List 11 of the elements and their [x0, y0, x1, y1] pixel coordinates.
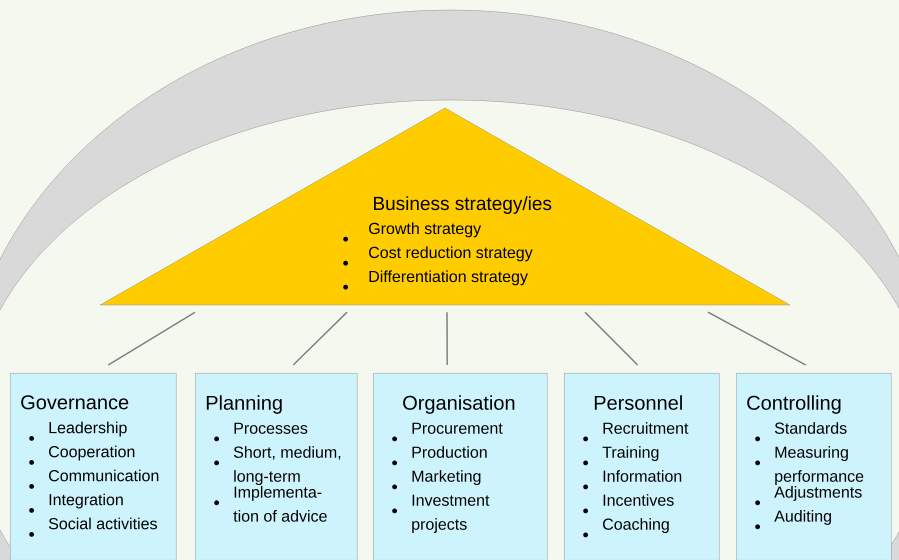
- connector-line: [108, 312, 196, 366]
- category-box: Organisation Procurement Production Marketing Investment projects: [373, 373, 548, 560]
- connector-line: [292, 312, 348, 366]
- strategy-triangle: Business strategy/ies Growth strategy Cost reduction strategy Differentiation strategy: [100, 108, 790, 306]
- connector-line: [708, 312, 806, 366]
- category-box: Governance Leadership Cooperation Communication Integration Social activities: [10, 373, 176, 560]
- category-box: Personnel Recruitment Training Information Incentives Coaching: [564, 373, 720, 560]
- category-box: Planning Processes Short, medium, long-term Implementa- tion of advice: [195, 373, 358, 560]
- category-box: Controlling Standards Measuring performance Adjustments Auditing: [736, 373, 892, 560]
- connector-line: [584, 312, 638, 366]
- connector-line: [446, 312, 448, 365]
